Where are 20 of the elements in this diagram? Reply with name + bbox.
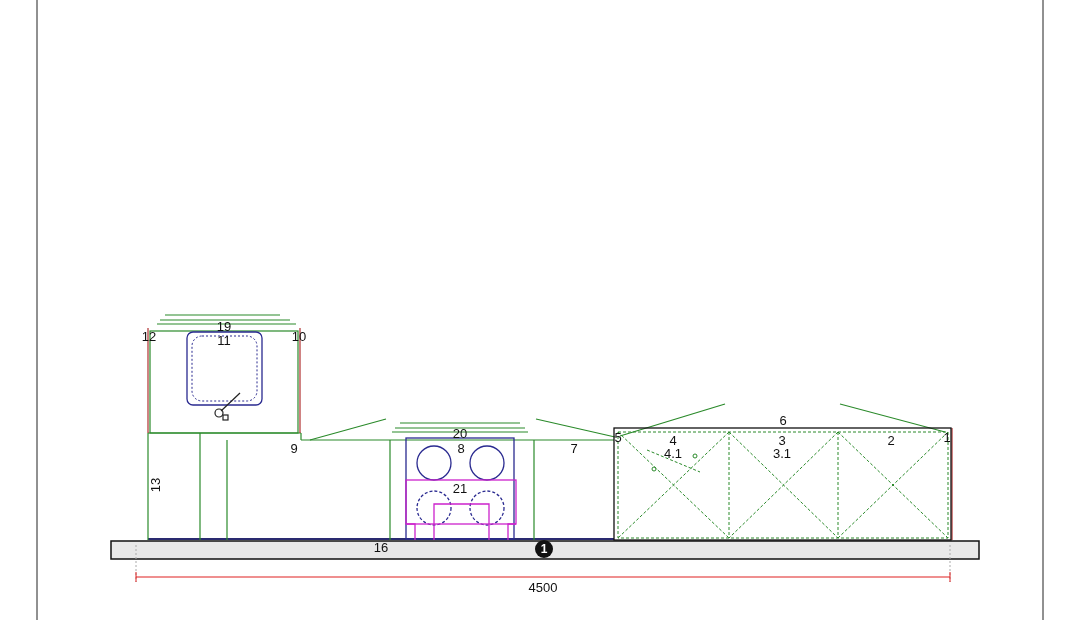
callout-number: 9: [290, 441, 298, 455]
callout-number: 7: [570, 441, 578, 455]
callout-number: 20: [452, 426, 468, 440]
callout-number: 16: [373, 540, 389, 554]
callout-number: 4: [669, 433, 677, 447]
callout-number: 4.1: [663, 446, 683, 460]
callout-number: 1: [943, 430, 951, 444]
callout-number: 6: [779, 413, 787, 427]
callout-number: 13: [148, 477, 162, 493]
dimension-label: 4500: [528, 580, 558, 594]
callout-number: 8: [457, 441, 465, 455]
callout-number: 2: [887, 433, 895, 447]
callout-number: 3: [778, 433, 786, 447]
callout-number: 19: [216, 319, 232, 333]
callout-number: 12: [141, 329, 157, 343]
callout-number: 11: [217, 333, 231, 347]
callout-number: 10: [291, 329, 307, 343]
callout-number: 21: [452, 481, 468, 495]
callout-number: 3.1: [772, 446, 792, 460]
callout-number: 5: [614, 430, 622, 444]
